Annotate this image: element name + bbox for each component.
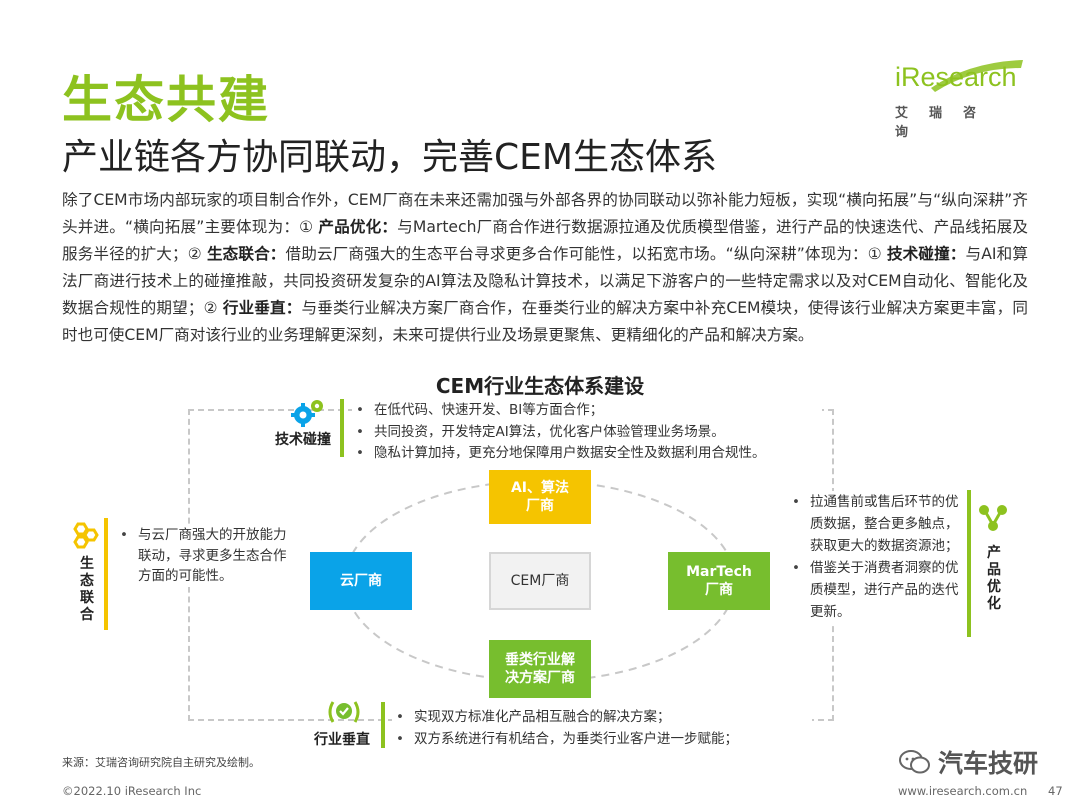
list-item: 拉通售前或售后环节的优质数据，整合更多触点，获取更大的数据资源池； (788, 491, 966, 557)
box-ai-label: AI、算法 厂商 (510, 480, 570, 514)
wreath-icon (328, 701, 360, 723)
box-vertical-label: 垂类行业解 决方案厂商 (505, 652, 575, 686)
list-item: 隐私计算加持，更充分地保障用户数据安全性及数据利用合规性。 (352, 443, 822, 465)
prod-accent-bar (967, 490, 971, 637)
copyright: ©2022.10 iResearch Inc (62, 784, 202, 798)
list-item: 共同投资，开发特定AI算法，优化客户体验管理业务场景。 (352, 422, 822, 444)
logo-subtitle: 艾瑞咨询 (895, 106, 998, 140)
category-vert-label: 行业垂直 (314, 729, 370, 749)
logo-swoosh-icon (931, 60, 1023, 92)
page-title: 生态共建 (62, 71, 270, 129)
box-cem-vendor: CEM厂商 (489, 552, 591, 610)
box-cloud-label: 云厂商 (340, 573, 382, 589)
list-item: 实现双方标准化产品相互融合的解决方案； (392, 707, 812, 729)
page-number: 47 (1048, 784, 1063, 798)
diagram-title: CEM行业生态体系建设 (435, 374, 645, 398)
source-note: 来源：艾瑞咨询研究院自主研究及绘制。 (62, 756, 260, 769)
intro-text: 与AI和算法厂商进行技术上的碰撞推敲，共同投资研发复杂的AI算法及隐私计算技术，… (62, 245, 1028, 317)
intro-keyword: 生态联合： (206, 245, 286, 263)
intro-keyword: 技术碰撞： (886, 245, 966, 263)
list-item: 与云厂商强大的开放能力联动，寻求更多生态合作方面的可能性。 (116, 525, 288, 587)
intro-paragraph: 除了CEM市场内部玩家的项目制合作外，CEM厂商在未来还需加强与外部各界的协同联… (62, 187, 1028, 349)
vert-accent-bar (381, 702, 385, 748)
share-icon (979, 505, 1007, 531)
tech-accent-bar (340, 399, 344, 457)
honeycomb-icon (73, 522, 99, 549)
list-item: 双方系统进行有机结合，为垂类行业客户进一步赋能； (392, 729, 812, 751)
box-martech-vendor: MarTech 厂商 (668, 552, 770, 610)
intro-text: 借助云厂商强大的生态平台寻求更多合作可能性，以拓宽市场。“纵向深耕”体现为：① (285, 245, 887, 263)
intro-keyword: 行业垂直： (222, 299, 302, 317)
watermark-text: 汽车技研 (938, 749, 1039, 778)
vert-bullet-list: 实现双方标准化产品相互融合的解决方案； 双方系统进行有机结合，为垂类行业客户进一… (392, 707, 812, 750)
box-cem-label: CEM厂商 (510, 573, 570, 589)
prod-bullet-list: 拉通售前或售后环节的优质数据，整合更多触点，获取更大的数据资源池； 借鉴关于消费… (788, 491, 966, 623)
intro-text: 除了CEM市场内部玩家的项目制合作外，CEM厂商在未来还需加强与外部各界的协同联… (62, 191, 1028, 236)
logo-text: iResearch (895, 62, 1017, 92)
box-cloud-vendor: 云厂商 (310, 552, 412, 610)
category-eco-label: 生态联合 (76, 556, 98, 624)
intro-text: 与垂类行业解决方案厂商合作，在垂类行业的解决方案中补充CEM模块，使得该行业解决… (62, 299, 1028, 344)
list-item: 借鉴关于消费者洞察的优质模型，进行产品的迭代更新。 (788, 557, 966, 623)
tech-bullet-list: 在低代码、快速开发、BI等方面合作； 共同投资，开发特定AI算法，优化客户体验管… (352, 400, 822, 465)
box-ai-vendor: AI、算法 厂商 (489, 470, 591, 524)
category-tech-label: 技术碰撞 (275, 429, 331, 449)
box-martech-label: MarTech 厂商 (686, 564, 752, 598)
list-item: 在低代码、快速开发、BI等方面合作； (352, 400, 822, 422)
chat-bubble-icon (899, 750, 930, 774)
page-subtitle: 产业链各方协同联动，完善CEM生态体系 (62, 137, 717, 178)
category-prod-label: 产品优化 (983, 545, 1005, 613)
iresearch-logo: iResearch 艾瑞咨询 (895, 58, 1025, 140)
box-vertical-vendor: 垂类行业解 决方案厂商 (489, 640, 591, 698)
eco-bullet-list: 与云厂商强大的开放能力联动，寻求更多生态合作方面的可能性。 (116, 525, 288, 587)
website-link[interactable]: www.iresearch.com.cn (898, 784, 1028, 798)
intro-text: 与Martech厂商合作进行数据源拉通及优质模型借鉴，进行产品的快速迭代、产品线… (62, 218, 1028, 263)
eco-accent-bar (104, 518, 108, 630)
gear-icon (291, 400, 323, 427)
watermark: 汽车技研 (898, 744, 1038, 780)
intro-keyword: 产品优化： (318, 218, 398, 236)
